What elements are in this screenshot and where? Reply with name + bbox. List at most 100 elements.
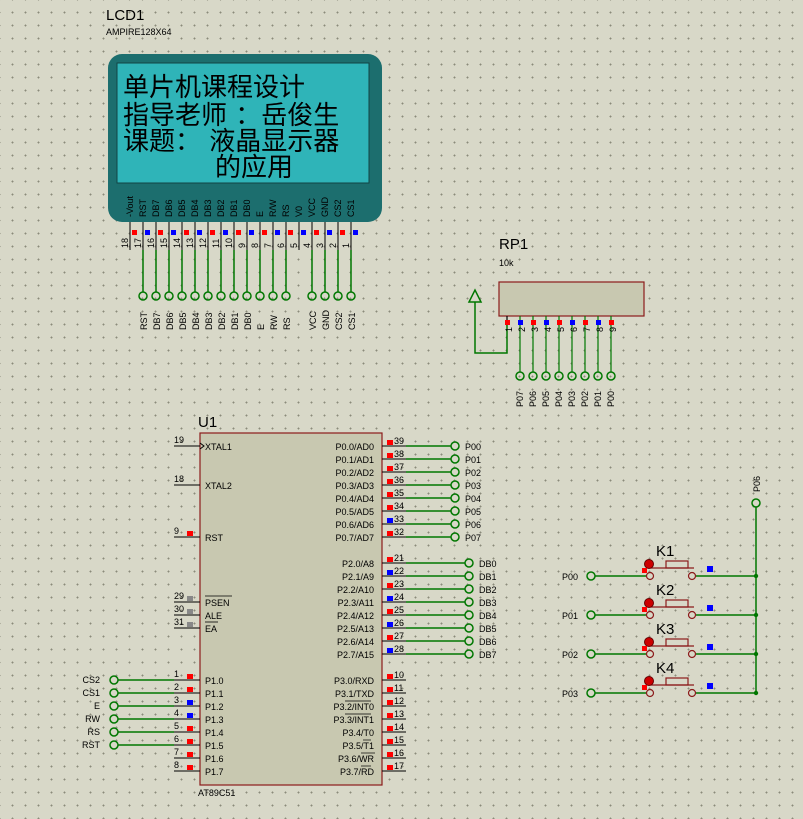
lcd-net-label: DB6 (165, 312, 175, 330)
mcu-pin-name: P2.5/A13 (337, 624, 374, 634)
net-terminal-icon (138, 291, 148, 301)
mcu-pin-number: 15 (394, 735, 404, 745)
port-net-label: P07 (465, 533, 481, 543)
net-terminal-icon (450, 506, 460, 516)
mcu-pin-number: 36 (394, 475, 404, 485)
net-terminal-icon (151, 291, 161, 301)
pin-state-icon (187, 752, 193, 757)
mcu-pin-number: 7 (174, 747, 179, 757)
mcu-pin-number: 24 (394, 592, 404, 602)
lcd-component[interactable]: LCD1 AMPIRE128X64 单片机课程设计 指导老师 ：岳俊生 课题： … (106, 7, 382, 330)
mcu-pin-number: 27 (394, 631, 404, 641)
net-terminal-icon (586, 610, 596, 620)
lcd-ref-label: LCD1 (106, 7, 144, 24)
pin-state-icon (187, 687, 193, 692)
key-press-icon (644, 637, 654, 647)
lcd-pin-name: CS2 (333, 199, 343, 217)
mcu-pin-name: P3.2/INT0 (333, 702, 374, 712)
mcu-pin-number: 4 (174, 708, 179, 718)
pin-state-icon (387, 674, 393, 679)
net-terminal-icon (554, 371, 564, 381)
contact-icon (645, 610, 655, 620)
rp1-pin-number: 1 (504, 327, 514, 332)
mcu-pin-number: 22 (394, 566, 404, 576)
mcu-pin-number: 31 (174, 617, 184, 627)
mcu-pin-number: 1 (174, 669, 179, 679)
pin-state-icon (187, 531, 193, 536)
port-net-label: DB5 (479, 624, 497, 634)
mcu-pin-number: 37 (394, 462, 404, 472)
rp1-pin-number: 5 (556, 327, 566, 332)
pin-state-icon (544, 320, 549, 325)
lcd-pin-number: 12 (198, 238, 208, 248)
net-terminal-icon (586, 688, 596, 698)
mcu-pin-name: P2.1/A9 (342, 572, 374, 582)
lcd-pin-number: 3 (315, 243, 325, 248)
lcd-net-label: DB5 (178, 312, 188, 330)
pin-state-icon (314, 230, 319, 235)
rp1-net-label: P02 (580, 391, 590, 407)
pin-state-icon (387, 700, 393, 705)
rp1-pin-number: 6 (569, 327, 579, 332)
key-ref-label: K4 (656, 660, 674, 677)
port-net-label: P04 (465, 494, 481, 504)
net-terminal-icon (586, 571, 596, 581)
mcu-pin-name: P3.7/RD (340, 767, 375, 777)
pin-state-icon (387, 505, 393, 510)
pin-state-icon (187, 765, 193, 770)
port-net-label: P03 (465, 481, 481, 491)
pin-state-icon (387, 713, 393, 718)
mcu-pin-number: 10 (394, 670, 404, 680)
contact-icon (645, 571, 655, 581)
mcu-pin-name: P1.1 (205, 689, 224, 699)
lcd-net-label: DB3 (204, 312, 214, 330)
mcu-pin-name: XTAL1 (205, 442, 232, 452)
p1-net-label: RST (82, 740, 101, 750)
lcd-net-label: CS1 (347, 312, 357, 330)
mcu-part-label: AT89C51 (198, 788, 235, 798)
port-net-label: P00 (465, 442, 481, 452)
net-terminal-icon (450, 480, 460, 490)
lcd-pin-name: RS (281, 204, 291, 217)
lcd-pin-name: DB1 (229, 199, 239, 217)
net-terminal-icon (606, 371, 616, 381)
lcd-pins: -Vout18RST17DB716DB615DB514DB413DB312DB2… (120, 195, 358, 330)
contact-icon (687, 610, 697, 620)
key-ref-label: K2 (656, 582, 674, 599)
net-terminal-icon (255, 291, 265, 301)
clock-input-icon (199, 442, 205, 450)
lcd-pin-number: 18 (120, 238, 130, 248)
mcu-pin-name: P2.0/A8 (342, 559, 374, 569)
pin-state-icon (505, 320, 510, 325)
pin-state-icon (707, 605, 713, 611)
pin-state-icon (158, 230, 163, 235)
lcd-pin-number: 7 (263, 243, 273, 248)
net-terminal-icon (593, 371, 603, 381)
pin-state-icon (387, 765, 393, 770)
lcd-pin-number: 4 (302, 243, 312, 248)
lcd-pin-name: DB2 (216, 199, 226, 217)
pin-state-icon (387, 739, 393, 744)
mcu-pin-number: 38 (394, 449, 404, 459)
mcu-component[interactable]: U1 AT89C51 19XTAL118XTAL29RST29PSEN30ALE… (82, 414, 497, 798)
key-button-cap (665, 677, 689, 686)
net-terminal-icon (190, 291, 200, 301)
net-terminal-icon (541, 371, 551, 381)
net-terminal-icon (333, 291, 343, 301)
pin-state-icon (145, 230, 150, 235)
lcd-pin-number: 9 (237, 243, 247, 248)
pin-state-icon (387, 466, 393, 471)
mcu-pin-name: P1.2 (205, 702, 224, 712)
pin-state-icon (387, 726, 393, 731)
pin-state-icon (275, 230, 280, 235)
key-ref-label: K1 (656, 543, 674, 560)
mcu-pin-name: EA (205, 624, 217, 634)
contact-icon (645, 688, 655, 698)
